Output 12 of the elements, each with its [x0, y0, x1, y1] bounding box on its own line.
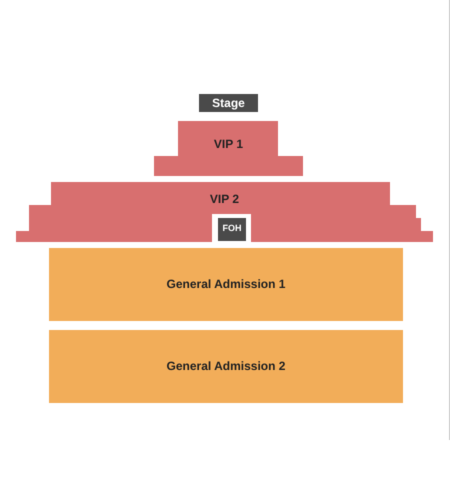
section-label: FOH: [222, 223, 242, 233]
foh-block: [218, 218, 246, 241]
seating-section: [49, 248, 403, 321]
seating-section: [154, 121, 303, 176]
seating-section: [16, 182, 433, 242]
section-label: VIP 2: [208, 192, 240, 206]
seating-section: [49, 330, 403, 403]
section-label: VIP 1: [212, 137, 244, 151]
section-label: General Admission 1: [166, 277, 286, 291]
section-label: Stage: [211, 96, 246, 110]
section-label: General Admission 2: [166, 359, 286, 373]
stage-block: [199, 94, 258, 112]
